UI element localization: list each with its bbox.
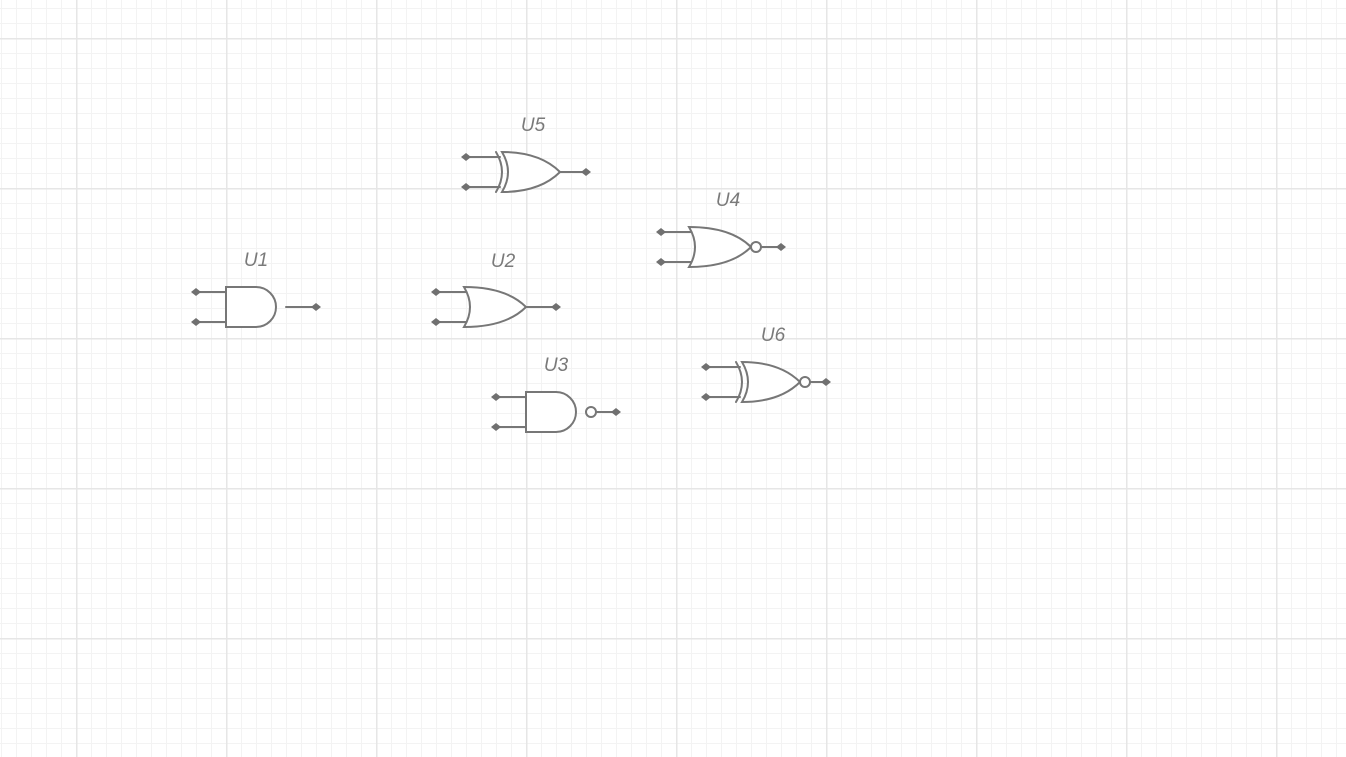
output-pin	[551, 303, 561, 311]
nor-gate-u4[interactable]: U4	[655, 190, 795, 308]
input-pin-b	[431, 318, 441, 326]
and-gate-icon	[191, 286, 321, 328]
output-pin	[581, 168, 591, 176]
nand-gate-icon	[491, 391, 621, 433]
nor-gate-icon	[656, 225, 786, 269]
gate-label-u5: U5	[520, 115, 546, 136]
input-pin-b	[701, 393, 711, 401]
output-pin	[821, 378, 831, 386]
nand-gate-u3[interactable]: U3	[490, 355, 630, 473]
output-pin	[776, 243, 786, 251]
gate-label-u4: U4	[715, 190, 741, 211]
input-pin-b	[656, 258, 666, 266]
or-gate-u2[interactable]: U2	[430, 251, 570, 368]
input-pin-a	[701, 363, 711, 371]
input-pin-a	[491, 393, 501, 401]
input-pin-a	[656, 228, 666, 236]
input-pin-a	[431, 288, 441, 296]
and-gate-u1[interactable]: U1	[190, 250, 330, 368]
gate-label-u1: U1	[243, 250, 269, 271]
input-pin-a	[191, 288, 201, 296]
input-pin-a	[461, 153, 471, 161]
output-pin	[311, 303, 321, 311]
or-gate-icon	[431, 285, 561, 329]
xnor-gate-u6[interactable]: U6	[700, 325, 840, 443]
gate-label-u3: U3	[543, 355, 569, 376]
xor-gate-icon	[461, 150, 591, 194]
input-pin-b	[191, 318, 201, 326]
output-pin	[611, 408, 621, 416]
xor-gate-u5[interactable]: U5	[460, 115, 600, 233]
input-pin-b	[491, 423, 501, 431]
xnor-gate-icon	[701, 360, 831, 404]
gate-label-u6: U6	[760, 325, 786, 346]
input-pin-b	[461, 183, 471, 191]
gate-label-u2: U2	[490, 251, 516, 272]
